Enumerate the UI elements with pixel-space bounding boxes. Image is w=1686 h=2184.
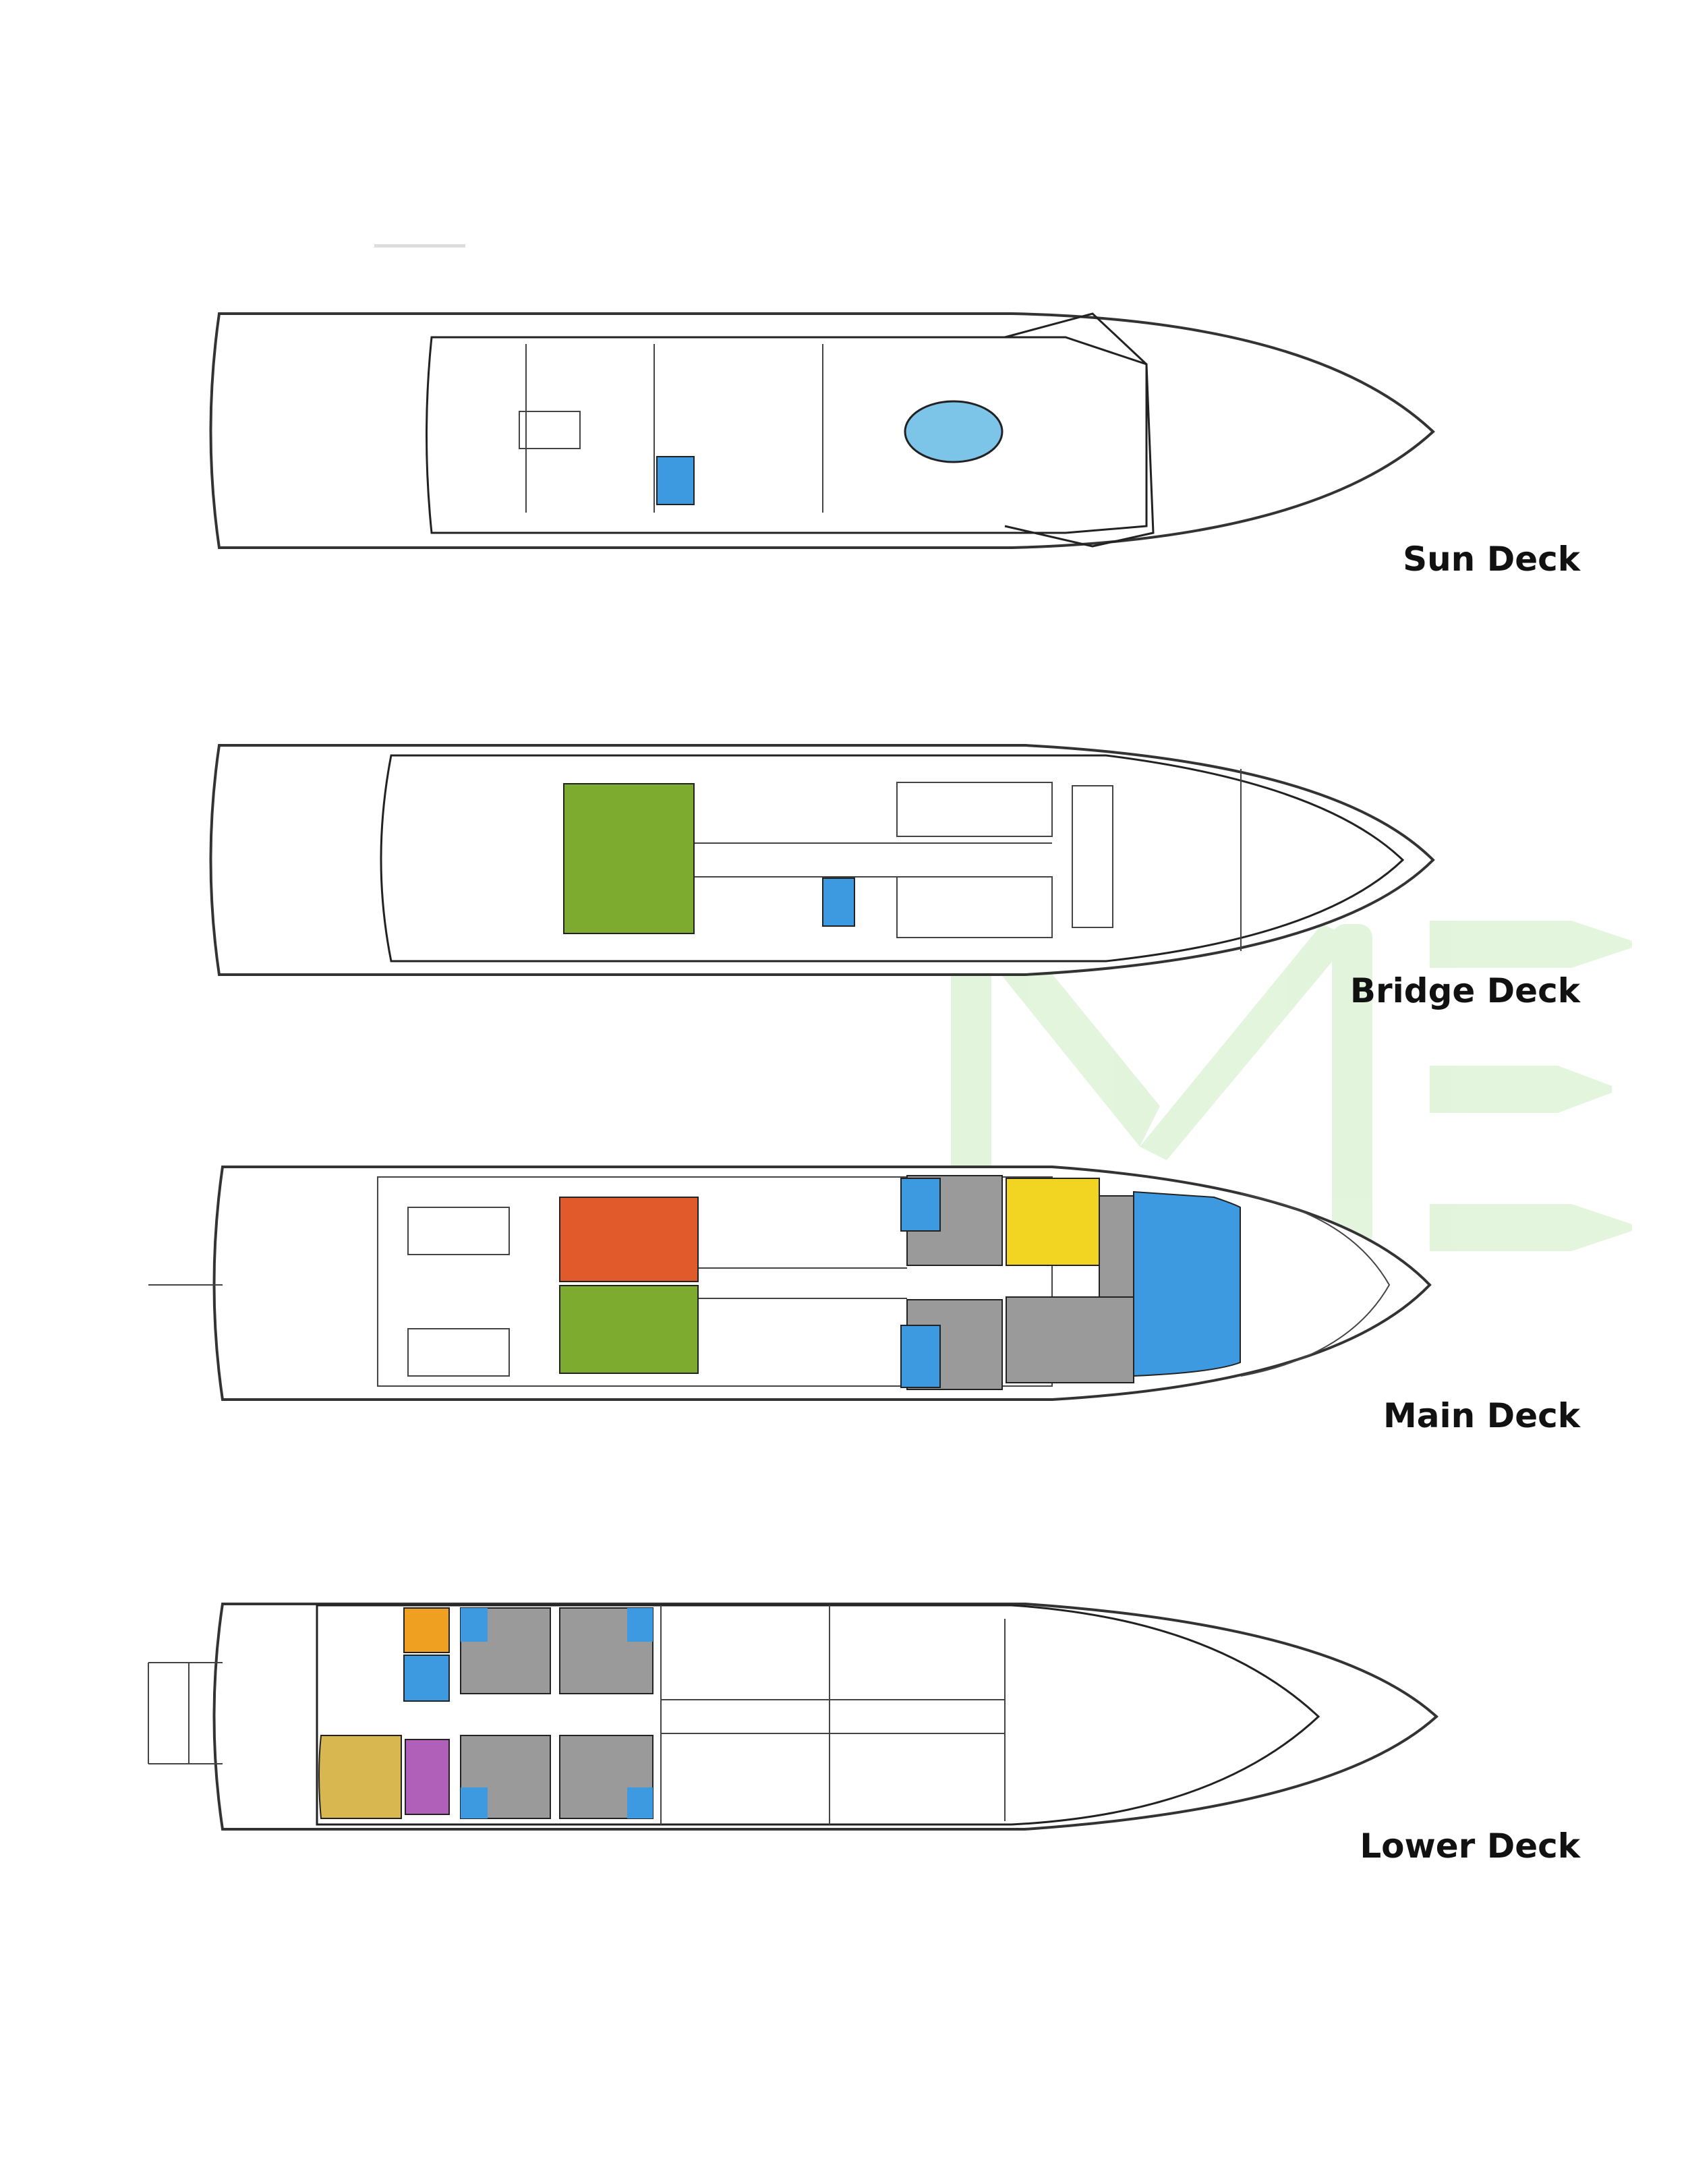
bridge-deck-blue-room <box>822 878 855 927</box>
scale-mark <box>374 244 465 248</box>
main-deck-cabin <box>1006 1296 1134 1383</box>
main-deck-label: Main Deck <box>1383 1396 1580 1435</box>
lower-deck-bath <box>461 1608 488 1642</box>
main-deck-dining <box>559 1197 699 1282</box>
main-deck-bath <box>900 1178 941 1232</box>
lower-deck-purple-room <box>405 1739 450 1815</box>
lower-deck-label: Lower Deck <box>1360 1827 1580 1866</box>
bridge-deck-green-lounge <box>563 783 695 934</box>
main-deck-plan <box>148 1166 1432 1401</box>
lower-deck-bath <box>627 1787 653 1818</box>
lower-deck-orange-room <box>403 1607 450 1653</box>
bridge-deck-plan <box>209 744 1435 976</box>
main-deck-bath <box>900 1325 941 1388</box>
lower-deck-blue-room <box>403 1655 450 1702</box>
lower-deck-bath <box>461 1787 488 1818</box>
bridge-deck-label: Bridge Deck <box>1349 971 1580 1010</box>
pool <box>904 400 1004 463</box>
sun-deck-label: Sun Deck <box>1403 540 1580 579</box>
sun-deck-plan <box>209 312 1435 549</box>
main-deck-yellow-cabin <box>1006 1178 1100 1266</box>
main-deck-salon <box>559 1285 699 1374</box>
main-deck-cabin <box>1099 1195 1134 1298</box>
main-deck-master-suite <box>1133 1190 1241 1377</box>
lower-deck-gym <box>318 1735 402 1819</box>
lower-deck-plan <box>148 1603 1438 1831</box>
lower-deck-bath <box>627 1608 653 1642</box>
sun-deck-blue-room <box>656 456 695 505</box>
